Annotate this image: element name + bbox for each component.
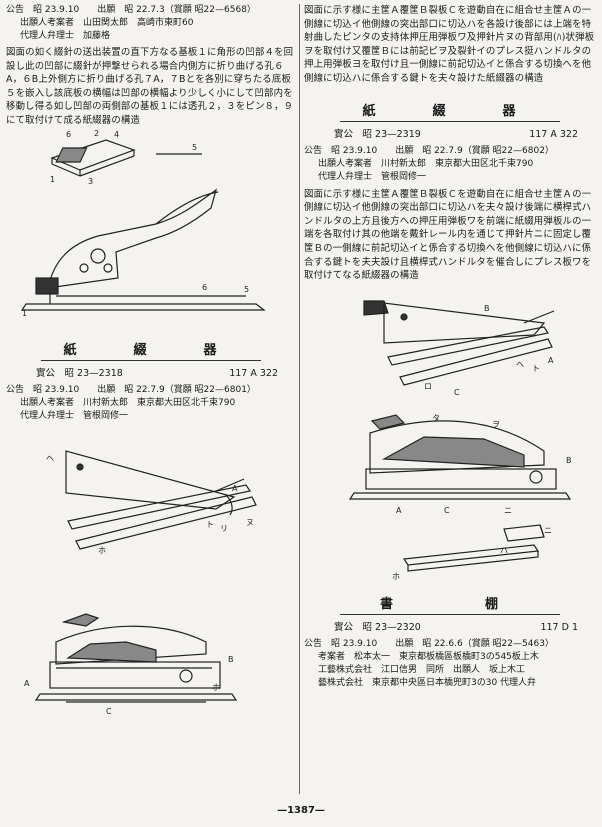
svg-text:2: 2 [94,129,99,138]
svg-text:B: B [566,456,572,465]
svg-text:ホ: ホ [212,683,220,692]
figure-rail [67,483,251,530]
svg-text:ニ: ニ [544,526,552,535]
entry-title: 紙 綴 器 [362,103,538,119]
stapler-figure-3: A B C ホ [24,612,238,716]
svg-text:ヌ: ヌ [246,518,254,527]
entry-meta-line: 公告 昭 23.9.10 出願 昭 22.7.9（賞願 昭22—6802） [304,145,554,156]
figure-base [348,492,572,500]
svg-text:リ: リ [220,524,228,533]
entry-meta-line: 公告 昭 23.9.10 出願 昭 22.7.3（賞願 昭22—6568） [6,5,256,15]
svg-text:B: B [228,655,234,664]
stapler-figure-5: タ ヲ B A C ニ [348,414,572,515]
svg-text:1: 1 [22,309,27,318]
entry-meta-line: 工藝株式会社 江口信男 同所 出願人 坂上木工 [318,664,526,675]
figure-rail [387,326,549,366]
figure-cover [65,449,236,510]
svg-text:3: 3 [88,177,93,186]
svg-text:5: 5 [192,143,197,152]
page-number: —1387— [277,805,325,816]
entry-meta-line: 出願人考案者 山田関太郎 高崎市東町60 [20,18,194,28]
svg-text:ヲ: ヲ [492,420,500,429]
svg-text:6: 6 [202,283,207,292]
svg-text:ホ: ホ [392,572,400,581]
right-column: 図面に示す様に主筐Ａ覆筐Ｂ裂板Ｃを遊動自在に組合せ主筐Ａの一側線に切込イ他側線の… [304,0,596,690]
entry-meta-line: 出願人考案者 川村新太郎 東京都大田区北千束790 [318,158,534,169]
svg-text:A: A [548,356,554,365]
svg-text:ニ: ニ [504,506,512,515]
publication-number-row: 實公 昭 23—2319 117 A 322 [304,128,596,142]
publication-number-row: 實公 昭 23—2320 117 D 1 [304,621,596,635]
entry-meta-line: 出願人考案者 川村新太郎 東京都大田区北千束790 [20,397,236,408]
stapler-figure-4: B ヘ ト A C ロ [363,300,555,397]
entry-meta-line: 代理人弁理士 加藤格 [20,31,111,41]
svg-text:C: C [444,506,450,515]
title-underline [340,613,560,615]
publication-number: 實公 昭 23—2319 [334,128,421,140]
svg-text:ト: ト [532,364,540,373]
title-underline [340,120,560,122]
svg-text:タ: タ [432,414,440,423]
svg-text:ト: ト [206,520,214,529]
svg-text:ヘ: ヘ [46,454,54,463]
entry-meta-line: 公告 昭 23.9.10 出願 昭 22.7.9（賞願 昭22—6801） [6,384,256,395]
figure-cover [55,625,207,665]
svg-text:C: C [106,707,112,716]
entry-meta-line: 代理人弁理士 管根岡修一 [20,410,129,421]
svg-text:ハ: ハ [500,546,508,555]
stapler-figure-1: 6 2 4 1 3 5 1 5 6 [20,129,266,318]
figure-body [49,660,221,689]
entry-abstract: 図面に示す様に主筐Ａ覆筐Ｂ裂板Ｃを遊動自在に組合せ主筐Ａの一側線に切込イ他側線の… [304,188,592,282]
figure-slot [55,146,88,163]
entry-meta-line: 代理人弁理士 管根岡修一 [318,171,427,182]
svg-text:A: A [24,679,30,688]
entry-abstract: 図面に示す様に主筐Ａ覆筐Ｂ裂板Ｃを遊動自在に組合せ主筐Ａの一側線に切込イ他側線の… [304,5,595,84]
figure-cover [383,302,546,344]
entry-meta-line: 藝株式会社 東京都中央區日本橋兜町3の30 代理人弁 [318,677,537,688]
entry-title: 書 棚 [379,596,520,612]
classification-code: 117 A 322 [229,367,278,379]
classification-code: 117 D 1 [540,621,578,633]
entry-meta-line: 公告 昭 23.9.10 出願 昭 22.6.6（賞願 昭22—5463） [304,638,554,649]
figure-staple-block [503,524,545,542]
classification-code: 117 A 322 [529,128,578,140]
svg-text:ヘ: ヘ [516,360,524,369]
column-divider [299,4,300,794]
svg-text:A: A [396,506,402,515]
svg-text:B: B [484,304,490,313]
figure-stapler-base [20,302,266,311]
svg-text:A: A [232,484,238,493]
figure-cap [61,612,100,627]
figure-cover [369,420,545,474]
svg-text:4: 4 [114,130,119,139]
entry-title: 紙 綴 器 [63,342,239,358]
publication-number: 實公 昭 23—2318 [36,367,123,379]
entry-meta-line: 考案者 松本太一 東京都板橋區板橋町3の545板上木 [318,651,539,662]
stapler-figure-2: ヘ ト リ A ホ ヌ [46,449,257,555]
svg-text:5: 5 [244,285,249,294]
svg-text:1: 1 [50,175,55,184]
title-underline [41,359,261,361]
figure-body [365,468,557,490]
figure-stapler-arm [47,188,218,289]
publication-number-row: 實公 昭 23—2318 117 A 322 [6,367,296,381]
publication-number: 實公 昭 23—2320 [334,621,421,633]
figure-cap [370,414,406,430]
figure-rail-bar [402,544,540,566]
left-column: 公告 昭 23.9.10 出願 昭 22.7.3（賞願 昭22—6568） 出願… [6,0,296,722]
stapler-figure-6: ハ ホ ニ [392,524,552,581]
figure-base [34,692,238,701]
figure-stapler-head [35,276,59,295]
svg-text:6: 6 [66,130,71,139]
svg-text:ホ: ホ [98,546,106,555]
entry-abstract: 図面の如く綴針の送出装置の直下方なる基板１に角形の凹部４を回設し此の凹部に綴針が… [6,47,294,126]
figure-handle-tip [363,300,389,316]
svg-text:ロ: ロ [424,382,432,391]
svg-text:C: C [454,388,460,397]
figure-pivot [90,247,106,264]
